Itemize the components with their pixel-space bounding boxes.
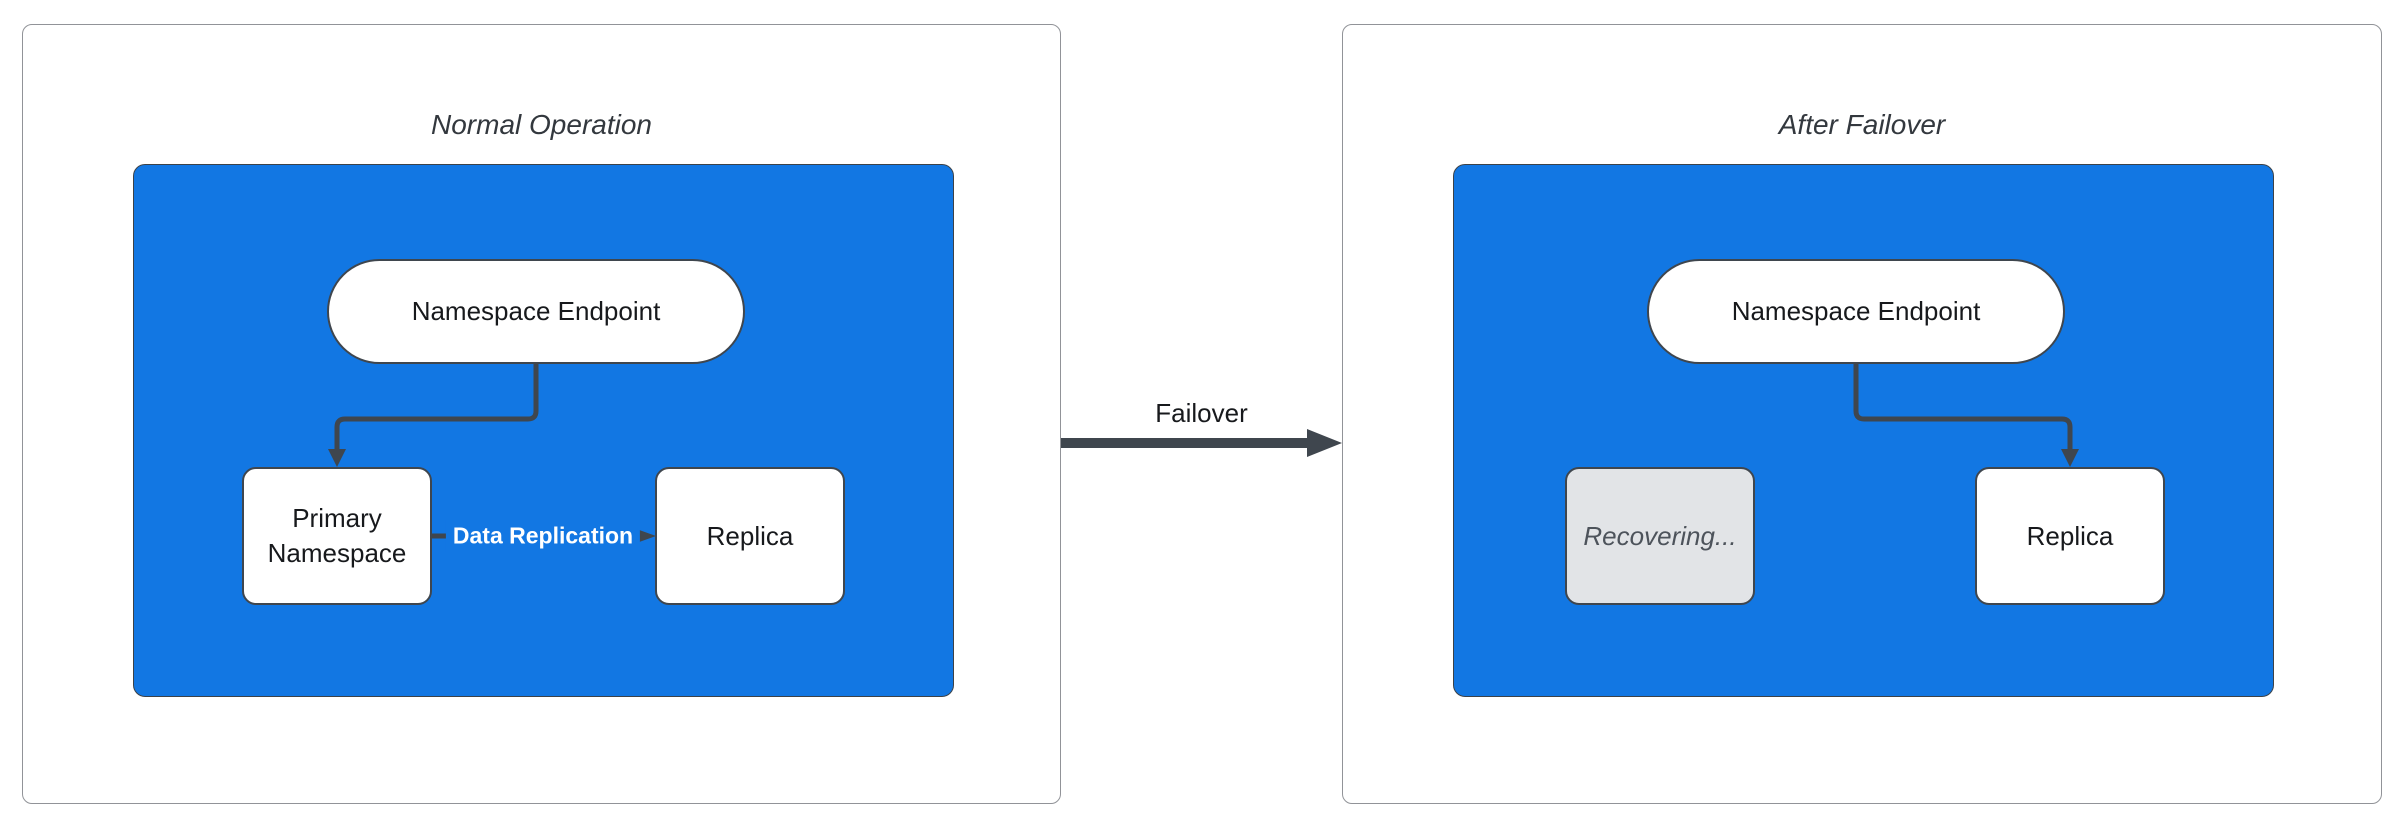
- failover-arrow-icon: [1061, 429, 1342, 457]
- arrowhead-down-icon: [2061, 449, 2079, 467]
- namespace-endpoint-node-failover: Namespace Endpoint: [1647, 259, 2065, 364]
- primary-namespace-node: Primary Namespace: [242, 467, 432, 605]
- endpoint-to-replica-connector: [1853, 364, 2079, 467]
- endpoint-to-primary-connector: [328, 364, 656, 546]
- namespace-endpoint-node: Namespace Endpoint: [327, 259, 745, 364]
- namespace-container-failover: Namespace Endpoint Recovering... Replica: [1453, 164, 2274, 697]
- replica-label-normal: Replica: [706, 520, 794, 551]
- replica-node-normal: Replica: [655, 467, 845, 605]
- namespace-container-normal: Namespace Endpoint Primary Namespace Rep…: [133, 164, 954, 697]
- replica-node-failover: Replica: [1975, 467, 2165, 605]
- arrowhead-down-icon: [328, 449, 346, 467]
- recovering-node: Recovering...: [1565, 467, 1755, 605]
- primary-namespace-label: Primary Namespace: [267, 503, 407, 568]
- failover-label: Failover: [1155, 398, 1248, 428]
- replica-label-failover: Replica: [2026, 520, 2114, 551]
- namespace-endpoint-label-failover: Namespace Endpoint: [1731, 296, 1981, 326]
- after-failover-panel: After Failover Namespace Endpoint Recove…: [1342, 24, 2382, 804]
- namespace-endpoint-label: Namespace Endpoint: [411, 296, 661, 326]
- normal-operation-title: Normal Operation: [431, 109, 652, 140]
- normal-operation-panel: Normal Operation Namespace Endpoint Prim…: [22, 24, 1061, 804]
- recovering-label: Recovering...: [1583, 520, 1737, 551]
- data-replication-label: Data Replication: [445, 519, 641, 553]
- after-failover-title: After Failover: [1778, 109, 1946, 140]
